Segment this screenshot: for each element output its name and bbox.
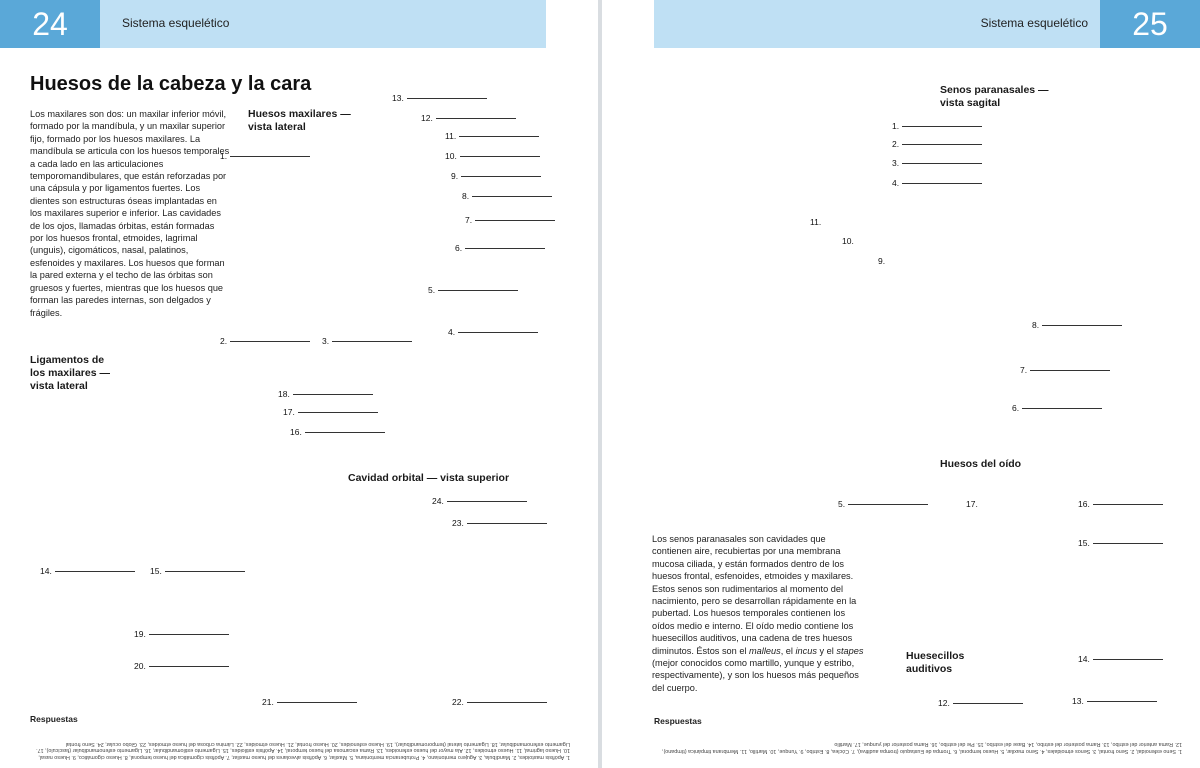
- right-answers-text: 1. Seno esfenoidal, 2. Seno frontal, 3. …: [662, 741, 1182, 754]
- label-18[interactable]: 18.: [278, 389, 373, 399]
- left-page-number: 24: [0, 0, 100, 48]
- label-r15[interactable]: 15.: [1078, 538, 1163, 548]
- main-title: Huesos de la cabeza y la cara: [30, 73, 312, 95]
- label-6[interactable]: 6.: [455, 243, 546, 253]
- label-19[interactable]: 19.: [134, 629, 229, 639]
- label-2[interactable]: 2.: [220, 336, 311, 346]
- right-page-number: 25: [1100, 0, 1200, 48]
- label-22[interactable]: 22.: [452, 697, 547, 707]
- label-r17[interactable]: 17.: [966, 499, 978, 509]
- label-13[interactable]: 13.: [392, 93, 487, 103]
- label-r5[interactable]: 5.: [838, 499, 929, 509]
- label-12[interactable]: 12.: [421, 113, 516, 123]
- left-body-text: Los maxilares son dos: un maxilar inferi…: [30, 109, 230, 318]
- label-17[interactable]: 17.: [283, 407, 378, 417]
- label-7[interactable]: 7.: [465, 215, 556, 225]
- label-r9[interactable]: 9.: [878, 256, 886, 266]
- label-9[interactable]: 9.: [451, 171, 542, 181]
- label-10[interactable]: 10.: [445, 151, 540, 161]
- right-header-bar: Sistema esquelético 25: [654, 0, 1200, 48]
- label-r7[interactable]: 7.: [1020, 365, 1111, 375]
- label-24[interactable]: 24.: [432, 496, 527, 506]
- left-answers-text: 1. Apófisis mastoides, 2. Mandíbula, 3. …: [36, 740, 570, 760]
- label-r13[interactable]: 13.: [1072, 696, 1157, 706]
- left-answers-heading: Respuestas: [30, 714, 78, 724]
- label-5[interactable]: 5.: [428, 285, 519, 295]
- label-3[interactable]: 3.: [322, 336, 413, 346]
- right-page: Sistema esquelético 25: [602, 0, 1200, 768]
- spread-gutter: [598, 0, 602, 768]
- left-header-bar: 24 Sistema esquelético: [0, 0, 546, 48]
- figure-senos-title: Senos paranasales — vista sagital: [940, 84, 1049, 109]
- label-8[interactable]: 8.: [462, 191, 553, 201]
- label-r14[interactable]: 14.: [1078, 654, 1163, 664]
- label-r10[interactable]: 10.: [842, 236, 854, 246]
- label-r4[interactable]: 4.: [892, 178, 983, 188]
- right-answers-heading: Respuestas: [654, 716, 702, 726]
- figure-ligamentos-title: Ligamentos de los maxilares — vista late…: [30, 354, 110, 392]
- label-20[interactable]: 20.: [134, 661, 229, 671]
- figure-oido-title: Huesos del oído: [940, 458, 1022, 470]
- left-header-title: Sistema esquelético: [122, 16, 230, 30]
- figure-orbital-title: Cavidad orbital — vista superior: [348, 472, 510, 484]
- label-r1[interactable]: 1.: [892, 121, 983, 131]
- right-body-text: Los senos paranasales son cavidades que …: [652, 534, 864, 693]
- label-r12[interactable]: 12.: [938, 698, 1023, 708]
- figure-huesecillos-title: Huesecillos auditivos: [906, 650, 965, 675]
- figure-maxilares-title: Huesos maxilares — vista lateral: [248, 108, 351, 133]
- label-21[interactable]: 21.: [262, 697, 357, 707]
- label-r2[interactable]: 2.: [892, 139, 983, 149]
- label-14[interactable]: 14.: [40, 566, 135, 576]
- label-r8[interactable]: 8.: [1032, 320, 1123, 330]
- label-23[interactable]: 23.: [452, 518, 547, 528]
- right-header-title: Sistema esquelético: [980, 16, 1088, 30]
- label-r16[interactable]: 16.: [1078, 499, 1163, 509]
- label-16[interactable]: 16.: [290, 427, 385, 437]
- label-11[interactable]: 11.: [445, 131, 540, 141]
- label-r6[interactable]: 6.: [1012, 403, 1103, 413]
- label-r3[interactable]: 3.: [892, 158, 983, 168]
- label-r11[interactable]: 11.: [810, 217, 822, 227]
- label-4[interactable]: 4.: [448, 327, 539, 337]
- left-page: 24 Sistema esquelético Huesos de la cabe…: [0, 0, 598, 768]
- label-15[interactable]: 15.: [150, 566, 245, 576]
- label-1[interactable]: 1.: [220, 151, 311, 161]
